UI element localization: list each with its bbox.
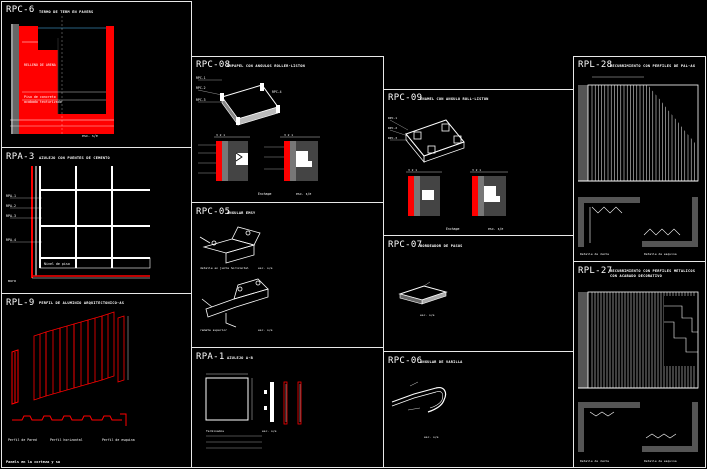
panel-rpc8: RPC-08 ENPAPEL CON ANGULOS ROLLER-LISTON…: [191, 56, 384, 203]
rpc5-angle-bottom: [201, 278, 269, 328]
rpc5-caption-a2: esc. s/e: [258, 266, 273, 270]
panel-rpl9-desc: PERFIL DE ALUMINIO ARQUITECTONICO-AS: [39, 301, 125, 305]
rpl27-caption-1: Detalle de Junta: [580, 459, 609, 463]
panel-rpc6b: RPC-06 ANGULAR DE VARILLA esc. s/e: [383, 351, 574, 468]
panel-rpc7-code: RPC-07: [388, 240, 423, 250]
rpc5-caption-a1: detalle en junta horizontal: [200, 266, 249, 270]
rpa1-sub: Terminados: [206, 429, 224, 433]
panel-rpc5: RPC-05 ANGULAR EMSY detalle en junta hor…: [191, 202, 384, 348]
panel-rpl27: RPL-27 RECUBRIMIENTO CON PERFILES METALI…: [573, 261, 706, 468]
rpc6b-scale: esc. s/e: [424, 435, 439, 439]
panel-rpc6-code: RPC-6: [6, 5, 35, 15]
panel-rpc5-code: RPC-05: [196, 207, 231, 217]
svg-text:3 2 1: 3 2 1: [472, 168, 481, 172]
rpl28-caption-2: Detalle de esquina: [644, 252, 677, 256]
svg-text:RPA-1: RPA-1: [6, 194, 16, 198]
panel-rpl27-desc: RECUBRIMIENTO CON PERFILES METALICOS: [610, 269, 696, 273]
drawing-rpa3: RPA-1 RPA-2 RPA-3 RPA-4 Nivel de piso mu…: [6, 166, 151, 283]
panel-rpa3-desc: AZULEJO CON PUENTES DE CEMENTO: [39, 156, 110, 160]
rpc9-scale: esc. s/e: [488, 227, 503, 231]
drawing-rpc6: RELLENO DE ARENA Piso de concreto acabad…: [10, 16, 114, 138]
drawing-rpl9: Perfil de Pared Perfil horizontal Perfil…: [6, 311, 135, 464]
panel-rpc6b-code: RPC-06: [388, 356, 423, 366]
svg-text:3 2 1: 3 2 1: [284, 133, 293, 137]
panel-rpc5-desc: ANGULAR EMSY: [227, 211, 256, 215]
rpl9-bottom-note: Panels en la corteza y su: [6, 460, 60, 464]
rpc5-caption-b2: esc. s/e: [258, 328, 273, 332]
rpc8-label-1: RPC-1: [196, 76, 206, 80]
rpc6-scale: esc. s/e: [82, 134, 98, 138]
svg-text:RPC-2: RPC-2: [388, 126, 397, 130]
svg-text:3 2 1: 3 2 1: [408, 168, 417, 172]
rpc8-label-3: RPC-3: [196, 98, 206, 102]
panel-rpc7-desc: BORDEADOR DE PASOS: [420, 244, 463, 248]
drawing-rpl27: Detalle de Junta Detalle de esquina: [578, 291, 699, 463]
rpc8-section-right: 3 2 1: [264, 133, 320, 181]
svg-text:RPC-3: RPC-3: [388, 136, 397, 140]
svg-text:RPA-3: RPA-3: [6, 214, 16, 218]
rpc7-scale: esc. s/e: [420, 313, 435, 317]
rpc9-section-right: 3 2 1: [470, 168, 508, 216]
drawing-rpc9: RPC-1 RPC-2 RPC-3 3 2 1 3 2 1 Enchape es…: [388, 116, 508, 231]
drawing-rpa1: Terminados esc. s/e: [205, 373, 302, 449]
rpc9-foot: Enchape: [446, 227, 460, 231]
panel-rpc6b-desc: ANGULAR DE VARILLA: [420, 360, 463, 364]
drawing-rpl28: Detalle de Junta Detalle de esquina: [578, 76, 699, 256]
panel-rpc8-desc: ENPAPEL CON ANGULOS ROLLER-LISTON: [227, 64, 305, 68]
rpa1-table: [206, 435, 262, 449]
drawing-rpc6b: esc. s/e: [391, 381, 447, 439]
svg-text:muro: muro: [8, 279, 16, 283]
panel-rpl27-code: RPL-27: [578, 266, 613, 276]
panel-rpc9-desc: ENAMEL CON ANGULO ROLL-LISTON: [420, 97, 489, 101]
svg-text:RPC-1: RPC-1: [388, 116, 397, 120]
rpc8-foot: Enchape: [258, 192, 272, 196]
rpa3-note: Nivel de piso: [44, 262, 70, 266]
rpc6-note-1: Piso de concreto: [24, 95, 56, 99]
rpc6-note-small: RELLENO DE ARENA: [24, 63, 56, 67]
panel-rpc8-code: RPC-08: [196, 60, 231, 70]
panel-rpl28-desc: RECUBRIMIENTO CON PERFILES DE PAL-AG: [610, 64, 696, 68]
panel-rpc6: RPC-6 TERMO DE TERM EN PAVERS RELLENO DE…: [1, 1, 192, 148]
panel-rpl9-code: RPL-9: [6, 298, 35, 308]
panel-rpc9-code: RPC-09: [388, 93, 423, 103]
rpa1-scale: esc. s/e: [262, 429, 277, 433]
rpl9-caption-2: Perfil horizontal: [50, 438, 83, 442]
rpl9-corrugated-panel: [33, 311, 115, 401]
panel-rpa1: RPA-1 AZULEJO A-B Terminados esc. s/e: [191, 347, 384, 468]
rpl9-caption-1: Perfil de Pared: [8, 438, 37, 442]
rpc8-section-left: 3 2 1: [198, 133, 250, 181]
drawing-rpc7: esc. s/e: [398, 281, 448, 317]
panel-rpl27-desc2: CON ACABADO DECORATIVO: [610, 274, 662, 278]
panel-rpl28-code: RPL-28: [578, 60, 613, 70]
rpc8-label-4: RPC-4: [272, 90, 282, 94]
rpl9-caption-3: Perfil de esquina: [102, 438, 135, 442]
panel-rpc9: RPC-09 ENAMEL CON ANGULO ROLL-LISTON RPC…: [383, 89, 574, 236]
panel-rpa1-code: RPA-1: [196, 352, 225, 362]
panel-rpa3-code: RPA-3: [6, 152, 35, 162]
drawing-rpc8: RPC-1 RPC-2 RPC-3 RPC-4 3 2 1 3 2 1: [196, 76, 320, 196]
panel-rpc6-desc: TERMO DE TERM EN PAVERS: [39, 10, 94, 14]
rpc8-label-2: RPC-2: [196, 86, 206, 90]
panel-rpl28: RPL-28 RECUBRIMIENTO CON PERFILES DE PAL…: [573, 56, 706, 262]
panel-rpl9: RPL-9 PERFIL DE ALUMINIO ARQUITECTONICO-…: [1, 293, 192, 468]
rpl28-caption-1: Detalle de Junta: [580, 252, 609, 256]
svg-text:RPA-4: RPA-4: [6, 238, 16, 242]
rpc9-section-left: 3 2 1: [406, 168, 442, 216]
rpc8-scale: esc. s/e: [296, 192, 311, 196]
rpl9-profile-panel: [11, 349, 19, 405]
svg-text:RPA-2: RPA-2: [6, 204, 16, 208]
rpc5-angle-top: [199, 226, 261, 264]
panel-rpa3: RPA-3 AZULEJO CON PUENTES DE CEMENTO RPA…: [1, 147, 192, 294]
panel-rpa1-desc: AZULEJO A-B: [227, 356, 253, 360]
svg-text:3 2 1: 3 2 1: [216, 133, 225, 137]
rpc6-note-2: acabado texturizado: [24, 100, 62, 104]
rpl27-caption-2: Detalle de esquina: [644, 459, 677, 463]
drawing-rpc5: detalle en junta horizontal esc. s/e rem…: [199, 226, 273, 332]
rpc5-caption-b1: remate superior: [200, 328, 227, 332]
panel-rpc7: RPC-07 BORDEADOR DE PASOS esc. s/e: [383, 235, 574, 352]
